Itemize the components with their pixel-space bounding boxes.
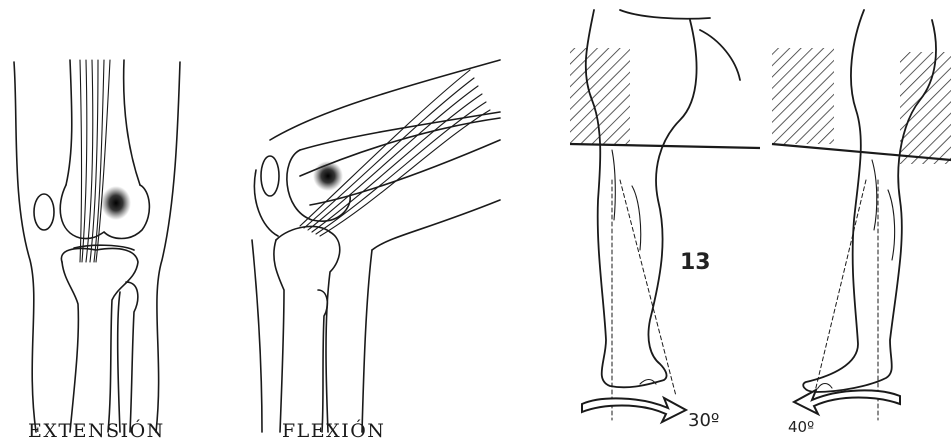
figure-number-label: 13 bbox=[680, 250, 711, 275]
seat-hatch-far bbox=[900, 52, 951, 164]
caption-flexion: FLEXIÓN bbox=[282, 420, 385, 442]
seat-hatch-right bbox=[772, 48, 834, 144]
rotation-arrow-right bbox=[794, 390, 900, 414]
angle-label-30: 30º bbox=[688, 410, 719, 431]
angle-label-40: 40º bbox=[788, 418, 814, 436]
rotation-arrow-left bbox=[582, 398, 686, 422]
leg-outlines bbox=[586, 10, 936, 420]
caption-extension: EXTENSIÓN bbox=[28, 420, 165, 442]
knee-extension-drawing bbox=[14, 60, 180, 432]
seat-hatch-left bbox=[570, 48, 630, 144]
seated-leg-rotation-drawing bbox=[570, 48, 951, 164]
extension-stress-point bbox=[101, 186, 131, 220]
flexion-stress-point bbox=[313, 161, 343, 191]
knee-flexion-drawing bbox=[252, 60, 500, 432]
